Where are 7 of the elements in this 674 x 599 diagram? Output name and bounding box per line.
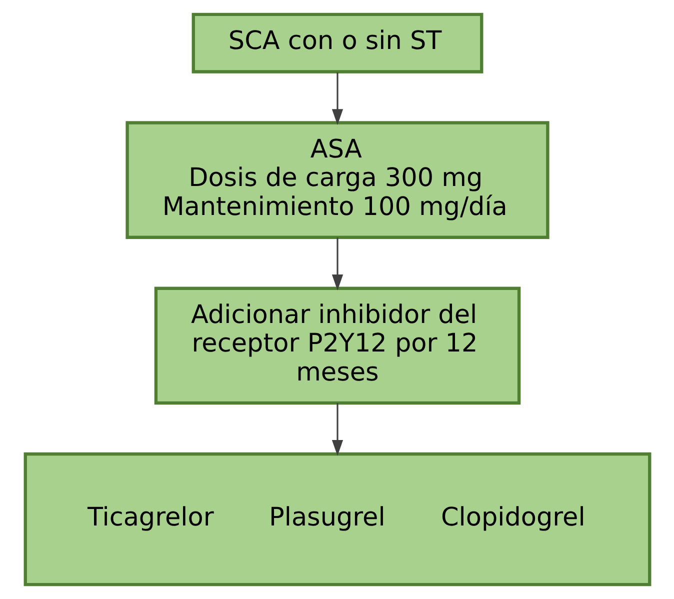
arrow <box>331 238 343 290</box>
node-box: ASA Dosis de carga 300 mg Mantenimiento 100 mg/día <box>125 121 549 239</box>
node-box: SCA con o sin ST <box>191 12 483 74</box>
arrow <box>331 72 343 126</box>
arrow <box>331 403 343 456</box>
node-box: Ticagrelor Plasugrel Clopidogrel <box>23 452 651 586</box>
node-box: Adicionar inhibidor del receptor P2Y12 por 12 meses <box>154 286 520 405</box>
